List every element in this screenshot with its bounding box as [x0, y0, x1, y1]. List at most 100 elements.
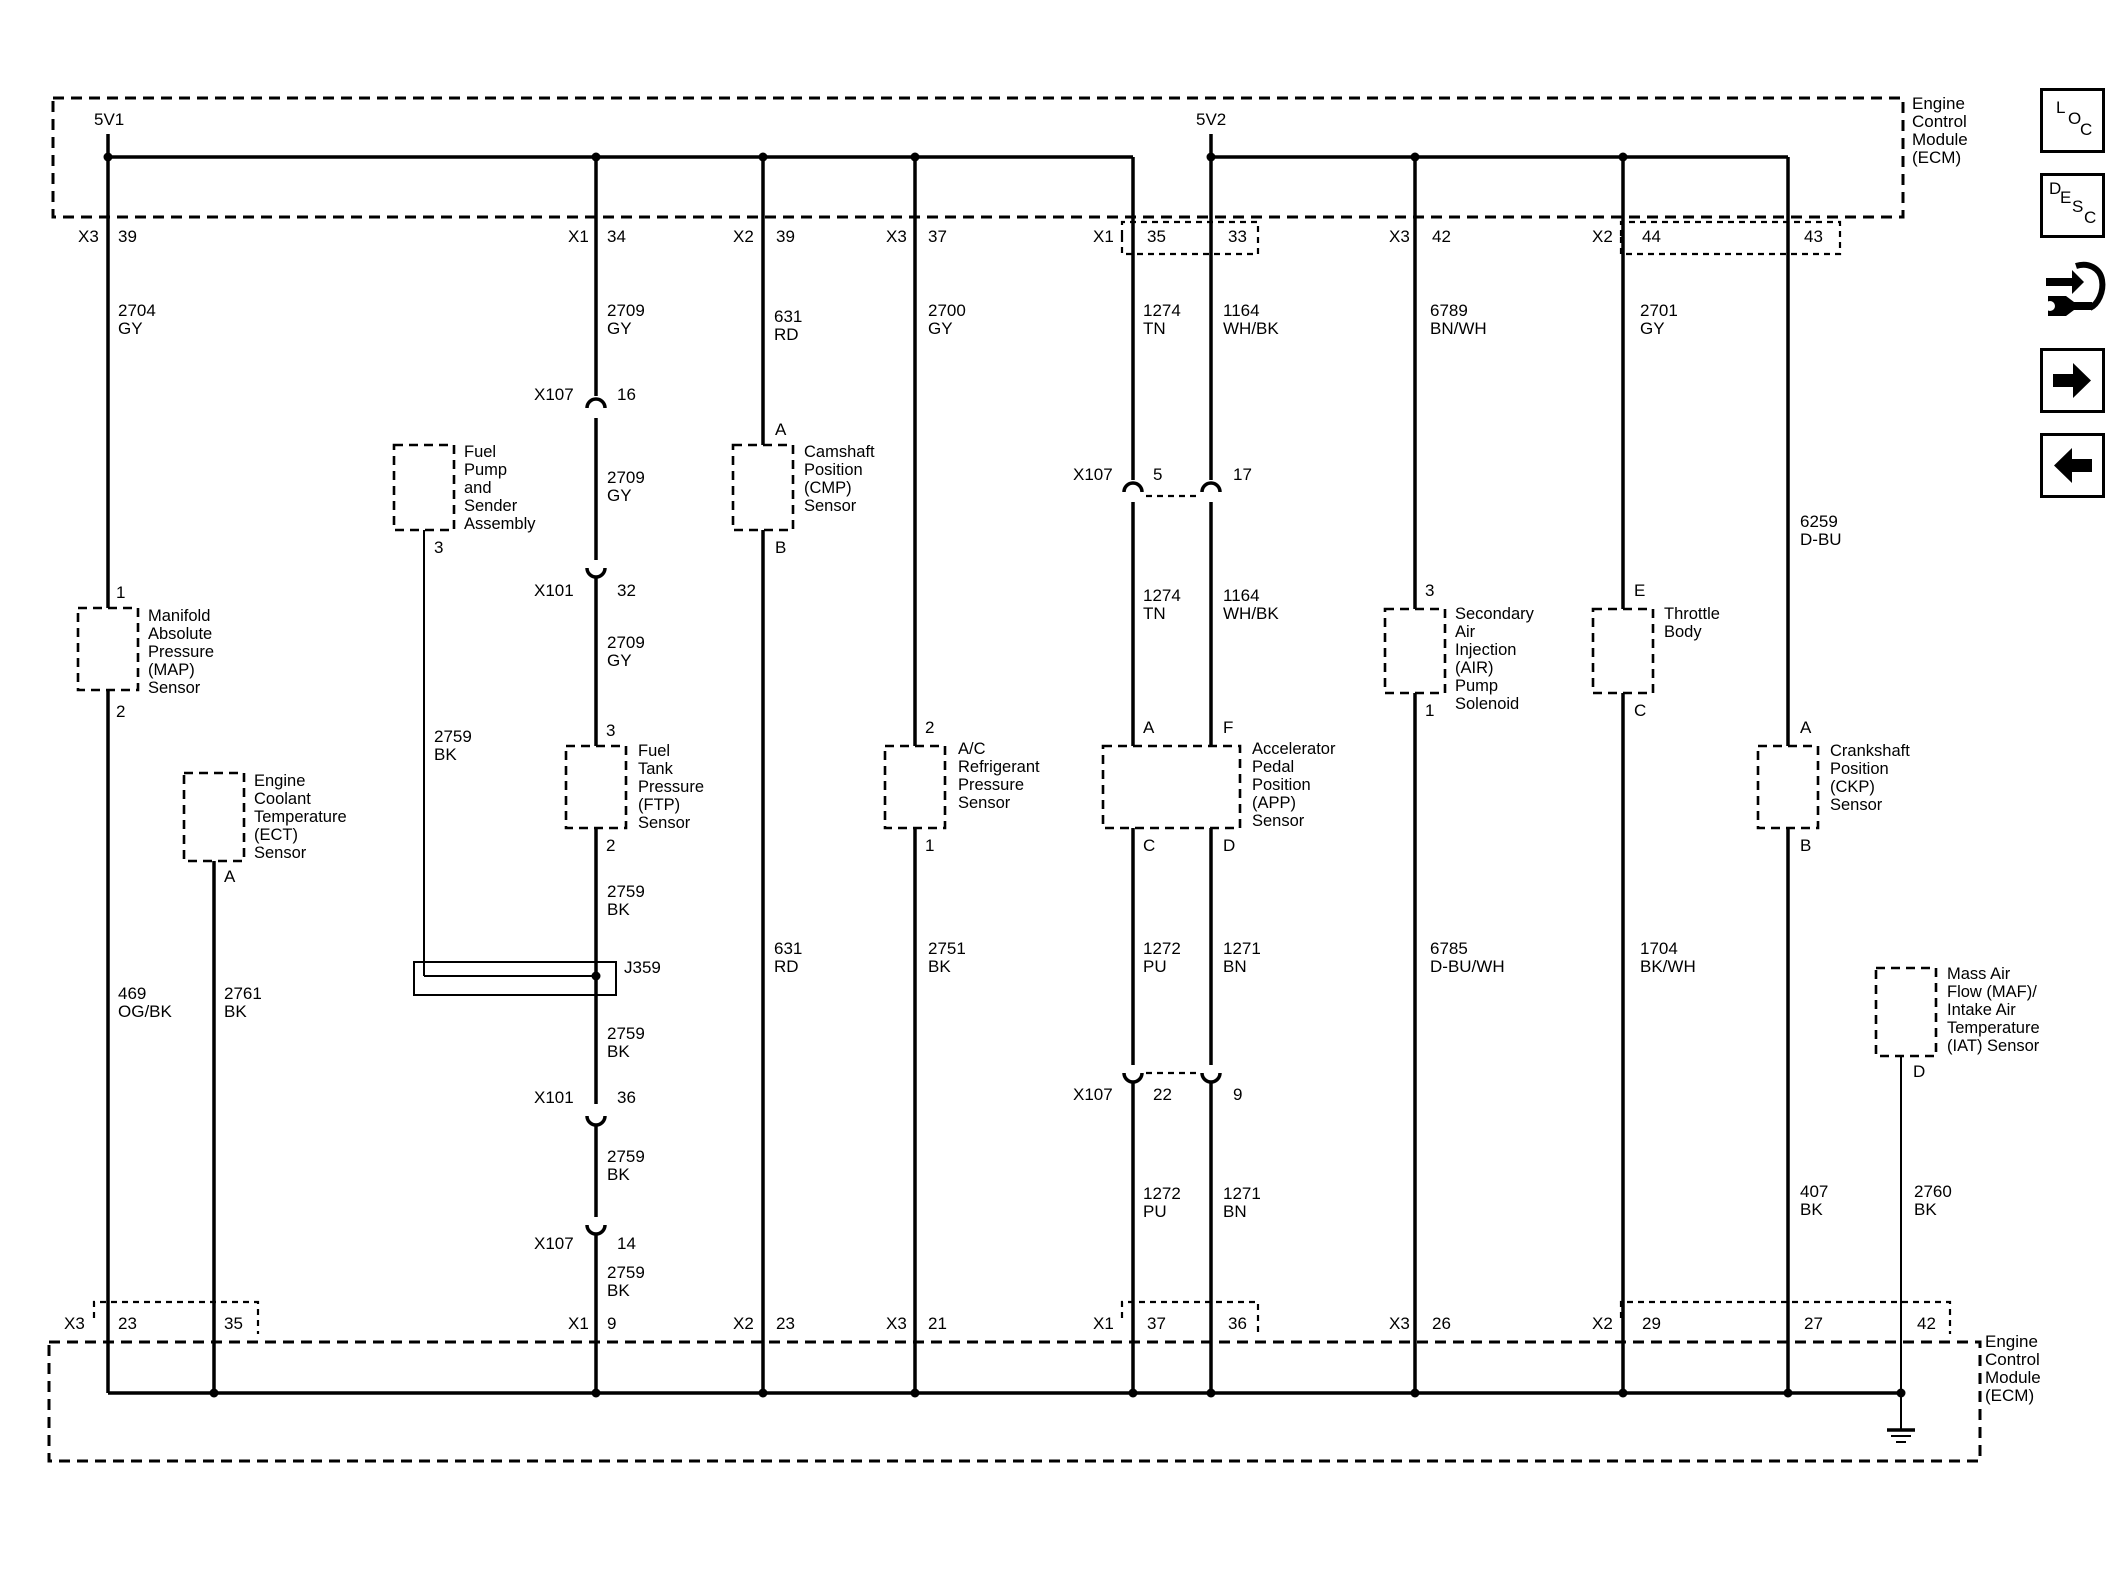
svg-text:Sensor: Sensor	[1830, 796, 1883, 814]
svg-text:X107: X107	[1073, 465, 1113, 484]
svg-text:Sensor: Sensor	[804, 497, 857, 515]
svg-text:23: 23	[776, 1314, 795, 1333]
svg-text:Sender: Sender	[464, 497, 518, 515]
svg-text:37: 37	[928, 227, 947, 246]
svg-text:Tank: Tank	[638, 760, 674, 778]
svg-text:Pump: Pump	[464, 461, 507, 479]
svg-text:1: 1	[925, 836, 934, 855]
ref-5v2-label: 5V2	[1196, 110, 1226, 129]
svg-text:2: 2	[925, 718, 934, 737]
svg-text:OG/BK: OG/BK	[118, 1002, 173, 1021]
svg-text:Secondary: Secondary	[1455, 605, 1535, 623]
desc-button[interactable]: D E S C	[2040, 173, 2105, 238]
svg-text:X2: X2	[1592, 1314, 1613, 1333]
svg-text:Flow (MAF)/: Flow (MAF)/	[1947, 983, 2037, 1001]
svg-text:39: 39	[118, 227, 137, 246]
svg-text:(MAP): (MAP)	[148, 661, 195, 679]
svg-text:L: L	[2056, 98, 2065, 117]
svg-text:44: 44	[1642, 227, 1661, 246]
svg-text:Engine: Engine	[1985, 1332, 2038, 1351]
svg-text:407: 407	[1800, 1182, 1828, 1201]
svg-text:BK: BK	[607, 900, 630, 919]
svg-text:1: 1	[116, 583, 125, 602]
svg-text:WH/BK: WH/BK	[1223, 604, 1279, 623]
svg-text:E: E	[1634, 581, 1645, 600]
svg-text:GY: GY	[607, 651, 632, 670]
next-button[interactable]	[2040, 348, 2105, 413]
svg-text:C: C	[1634, 701, 1646, 720]
svg-text:BK: BK	[1914, 1200, 1937, 1219]
svg-text:1274: 1274	[1143, 586, 1181, 605]
svg-text:2759: 2759	[607, 1147, 645, 1166]
svg-text:2759: 2759	[607, 1024, 645, 1043]
svg-text:O: O	[2068, 109, 2081, 128]
svg-text:X2: X2	[733, 1314, 754, 1333]
svg-text:A: A	[775, 420, 787, 439]
svg-text:X107: X107	[1073, 1085, 1113, 1104]
svg-text:Accelerator: Accelerator	[1252, 740, 1336, 758]
ecm-bottom-module-box	[47, 1340, 1982, 1463]
ground-symbol	[1887, 1393, 1915, 1443]
svg-text:A: A	[1143, 718, 1155, 737]
svg-text:X107: X107	[534, 1234, 574, 1253]
svg-text:3: 3	[1425, 581, 1434, 600]
svg-text:Control: Control	[1912, 112, 1967, 131]
svg-text:42: 42	[1432, 227, 1451, 246]
svg-text:2704: 2704	[118, 301, 156, 320]
svg-text:1272: 1272	[1143, 939, 1181, 958]
svg-text:469: 469	[118, 984, 146, 1003]
svg-text:X2: X2	[1592, 227, 1613, 246]
svg-text:Assembly: Assembly	[464, 515, 536, 533]
svg-text:BK: BK	[434, 745, 457, 764]
loc-icon: L O C	[2056, 98, 2092, 139]
svg-text:Pressure: Pressure	[148, 643, 214, 661]
svg-text:BN/WH: BN/WH	[1430, 319, 1487, 338]
svg-text:X3: X3	[1389, 227, 1410, 246]
svg-text:GY: GY	[928, 319, 953, 338]
splice-j359: J359	[413, 958, 661, 996]
svg-text:(IAT) Sensor: (IAT) Sensor	[1947, 1037, 2040, 1055]
svg-text:29: 29	[1642, 1314, 1661, 1333]
svg-text:PU: PU	[1143, 1202, 1167, 1221]
svg-text:C: C	[2080, 120, 2092, 139]
svg-text:BK: BK	[224, 1002, 247, 1021]
svg-text:X3: X3	[78, 227, 99, 246]
svg-text:Manifold: Manifold	[148, 607, 210, 625]
svg-text:1271: 1271	[1223, 939, 1261, 958]
svg-text:33: 33	[1228, 227, 1247, 246]
svg-text:X101: X101	[534, 1088, 574, 1107]
cmp-sensor: A B Camshaft Position (CMP) Sensor	[731, 420, 875, 557]
svg-text:BK: BK	[607, 1042, 630, 1061]
svg-text:A: A	[224, 867, 236, 886]
previous-button[interactable]	[2040, 433, 2105, 498]
svg-text:1271: 1271	[1223, 1184, 1261, 1203]
svg-text:(CKP): (CKP)	[1830, 778, 1875, 796]
svg-text:X1: X1	[568, 1314, 589, 1333]
loc-button[interactable]: L O C	[2040, 88, 2105, 153]
svg-text:21: 21	[928, 1314, 947, 1333]
desc-icon: D E S C	[2049, 179, 2096, 227]
svg-text:17: 17	[1233, 465, 1252, 484]
previous-arrow-icon	[2054, 448, 2092, 483]
svg-text:Temperature: Temperature	[1947, 1019, 2040, 1037]
svg-text:2700: 2700	[928, 301, 966, 320]
svg-text:Sensor: Sensor	[958, 794, 1011, 812]
svg-text:1274: 1274	[1143, 301, 1181, 320]
svg-text:39: 39	[776, 227, 795, 246]
svg-text:Pump: Pump	[1455, 677, 1498, 695]
ckp-sensor: A B Crankshaft Position (CKP) Sensor	[1756, 718, 1910, 855]
connector-tool-button[interactable]	[2036, 252, 2111, 327]
svg-text:1704: 1704	[1640, 939, 1678, 958]
svg-text:42: 42	[1917, 1314, 1936, 1333]
svg-text:BK: BK	[607, 1165, 630, 1184]
svg-text:2759: 2759	[607, 882, 645, 901]
svg-text:(FTP): (FTP)	[638, 796, 680, 814]
svg-text:X101: X101	[534, 581, 574, 600]
